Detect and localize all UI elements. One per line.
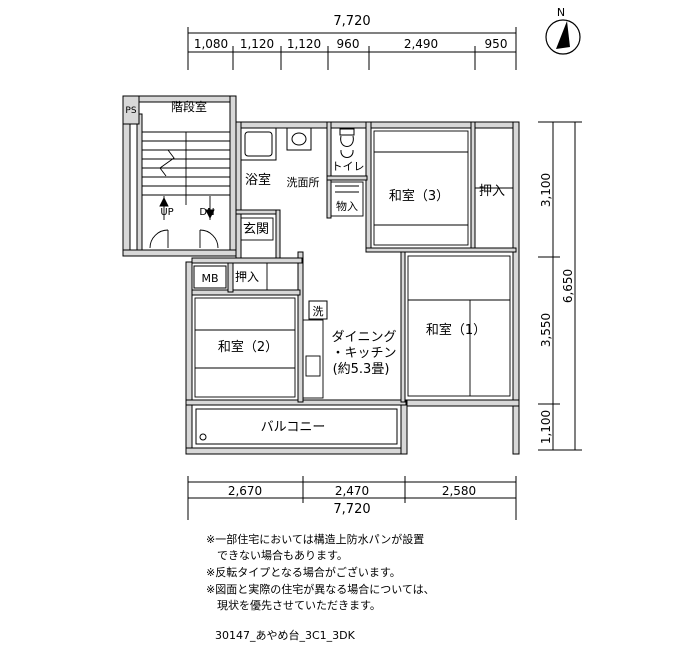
stairs	[142, 131, 230, 249]
dn-label: DN	[199, 207, 214, 218]
entrance-label: 玄関	[243, 222, 269, 237]
mb-label: MB	[201, 272, 218, 285]
right-dimension-2: 3,550	[539, 313, 553, 347]
top-dimension-2: 1,120	[240, 37, 274, 51]
floor-plan: 7,720 1,080 1,120 1,120 960 2,490 950 N …	[122, 6, 582, 520]
toilet-icon	[339, 128, 355, 158]
toilet-label: トイレ	[332, 160, 365, 173]
room-2-label: 和室（2）	[218, 339, 278, 355]
room-1-label: 和室（1）	[426, 322, 486, 338]
bottom-dimension-1: 2,670	[228, 484, 262, 498]
balcony-label: バルコニー	[261, 420, 326, 435]
storage	[330, 181, 364, 217]
sink-icon	[286, 127, 312, 151]
note-line-2: できない場合もあります。	[206, 549, 348, 562]
closet-small	[232, 262, 268, 291]
note-line-4: ※図面と実際の住宅が異なる場合については、	[206, 583, 435, 596]
bath-label: 浴室	[245, 172, 271, 188]
dk-label-line1: ダイニング	[331, 330, 396, 345]
bathtub-icon	[240, 127, 277, 161]
top-total-dimension: 7,720	[333, 14, 370, 29]
right-dimension-1: 3,100	[539, 173, 553, 207]
stairwell-label: 階段室	[171, 99, 207, 114]
washroom-label: 洗面所	[287, 176, 320, 189]
balcony	[191, 404, 402, 449]
room-3-label: 和室（3）	[389, 188, 449, 204]
entrance-door	[240, 217, 274, 241]
up-label: UP	[160, 207, 173, 218]
top-dimension-1: 1,080	[194, 37, 228, 51]
room-2-tatami	[191, 294, 299, 401]
note-line-5: 現状を優先させていただきます。	[206, 599, 381, 612]
closet-small-label: 押入	[235, 270, 259, 284]
note-line-1: ※一部住宅においては構造上防水パンが設置	[206, 533, 425, 546]
washer-label: 洗	[313, 305, 324, 318]
north-label: N	[557, 6, 565, 19]
plan-code: 30147_あやめ台_3C1_3DK	[215, 629, 355, 642]
right-dimension	[538, 121, 582, 451]
bottom-dimension	[187, 476, 517, 520]
right-total-dimension: 6,650	[561, 269, 575, 303]
room-1-tatami	[404, 251, 514, 401]
washer-icon	[308, 300, 328, 320]
bottom-total-dimension: 7,720	[333, 502, 370, 517]
bottom-dimension-2: 2,470	[335, 484, 369, 498]
room-3-tatami	[370, 127, 472, 249]
top-dimension-4: 960	[337, 37, 360, 51]
right-dimension-3: 1,100	[539, 410, 553, 444]
closet-right-label: 押入	[479, 184, 505, 199]
top-dimension	[187, 27, 517, 70]
dk-label-line2: ・キッチン	[331, 346, 396, 361]
top-dimension-3: 1,120	[287, 37, 321, 51]
ps-label: PS	[125, 106, 136, 116]
north-compass-icon: N	[545, 6, 581, 55]
bottom-dimension-3: 2,580	[442, 484, 476, 498]
dk-label-line3: (約5.3畳)	[333, 362, 390, 377]
note-line-3: ※反転タイプとなる場合がございます。	[206, 566, 401, 579]
kitchen-counter	[302, 319, 324, 399]
mb-box	[193, 265, 227, 289]
top-dimension-6: 950	[485, 37, 508, 51]
top-dimension-5: 2,490	[404, 37, 438, 51]
closet-right	[474, 127, 514, 249]
storage-label: 物入	[336, 199, 358, 213]
